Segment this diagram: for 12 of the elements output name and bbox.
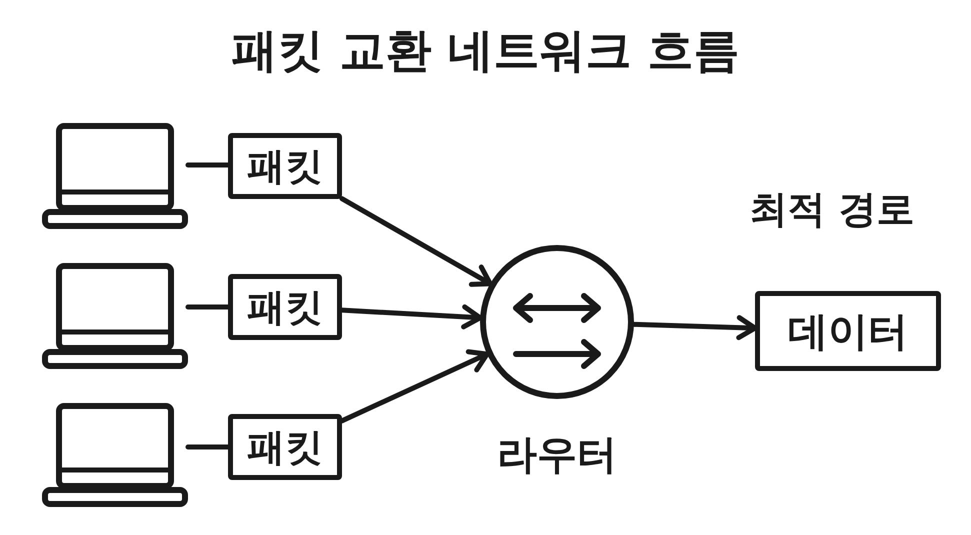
connector-line <box>186 304 230 310</box>
connector-line <box>186 444 230 450</box>
arrow <box>631 315 758 340</box>
title: 패킷 교환 네트워크 흐름 <box>231 23 740 77</box>
connector-line <box>186 162 230 168</box>
arrow <box>340 196 493 287</box>
arrow <box>340 349 490 424</box>
label-box: 데이터 <box>755 291 941 371</box>
router-label: 라우터 <box>497 432 617 478</box>
label-box: 패킷 <box>228 274 342 340</box>
label-box: 패킷 <box>228 414 342 480</box>
label-box: 패킷 <box>228 133 342 199</box>
